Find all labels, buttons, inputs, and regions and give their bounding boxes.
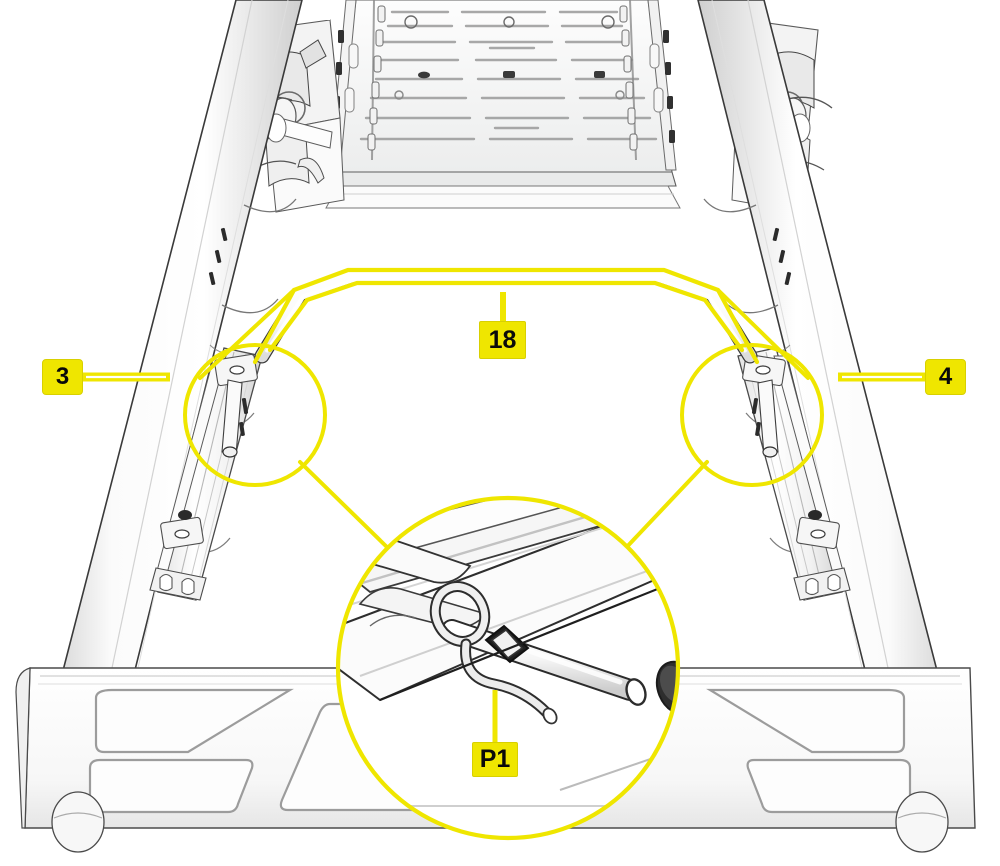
left-rail-end-clip <box>149 567 207 601</box>
right-rail-bracket-bottom <box>796 510 840 550</box>
left-slide-rail <box>149 347 263 601</box>
right-rail-pin-area <box>751 379 779 458</box>
left-pivot-joint <box>243 19 345 213</box>
callout-geometry <box>183 288 824 554</box>
callout-badge-4[interactable]: 4 <box>925 359 966 395</box>
caster-left <box>51 791 105 853</box>
upper-shadow-gaps <box>300 0 706 20</box>
platform-deck <box>329 0 677 187</box>
left-rail-pin-area <box>221 379 249 458</box>
caster-right <box>895 791 949 853</box>
right-rail-end-clip <box>793 567 851 601</box>
callout-badge-p1[interactable]: P1 <box>472 742 518 777</box>
brace-highlight-outline <box>252 267 760 365</box>
callout-badge-18[interactable]: 18 <box>479 321 526 359</box>
left-rail-bracket-bottom <box>160 510 204 550</box>
left-rail-bracket-top <box>214 353 258 387</box>
left-detail-circle <box>183 343 327 487</box>
right-detail-circle <box>680 343 824 487</box>
magnified-detail-circle-outline <box>335 495 681 841</box>
locking-r-clip <box>429 581 558 725</box>
callout-badge-3[interactable]: 3 <box>42 359 83 395</box>
cross-brace-tube <box>254 268 758 364</box>
